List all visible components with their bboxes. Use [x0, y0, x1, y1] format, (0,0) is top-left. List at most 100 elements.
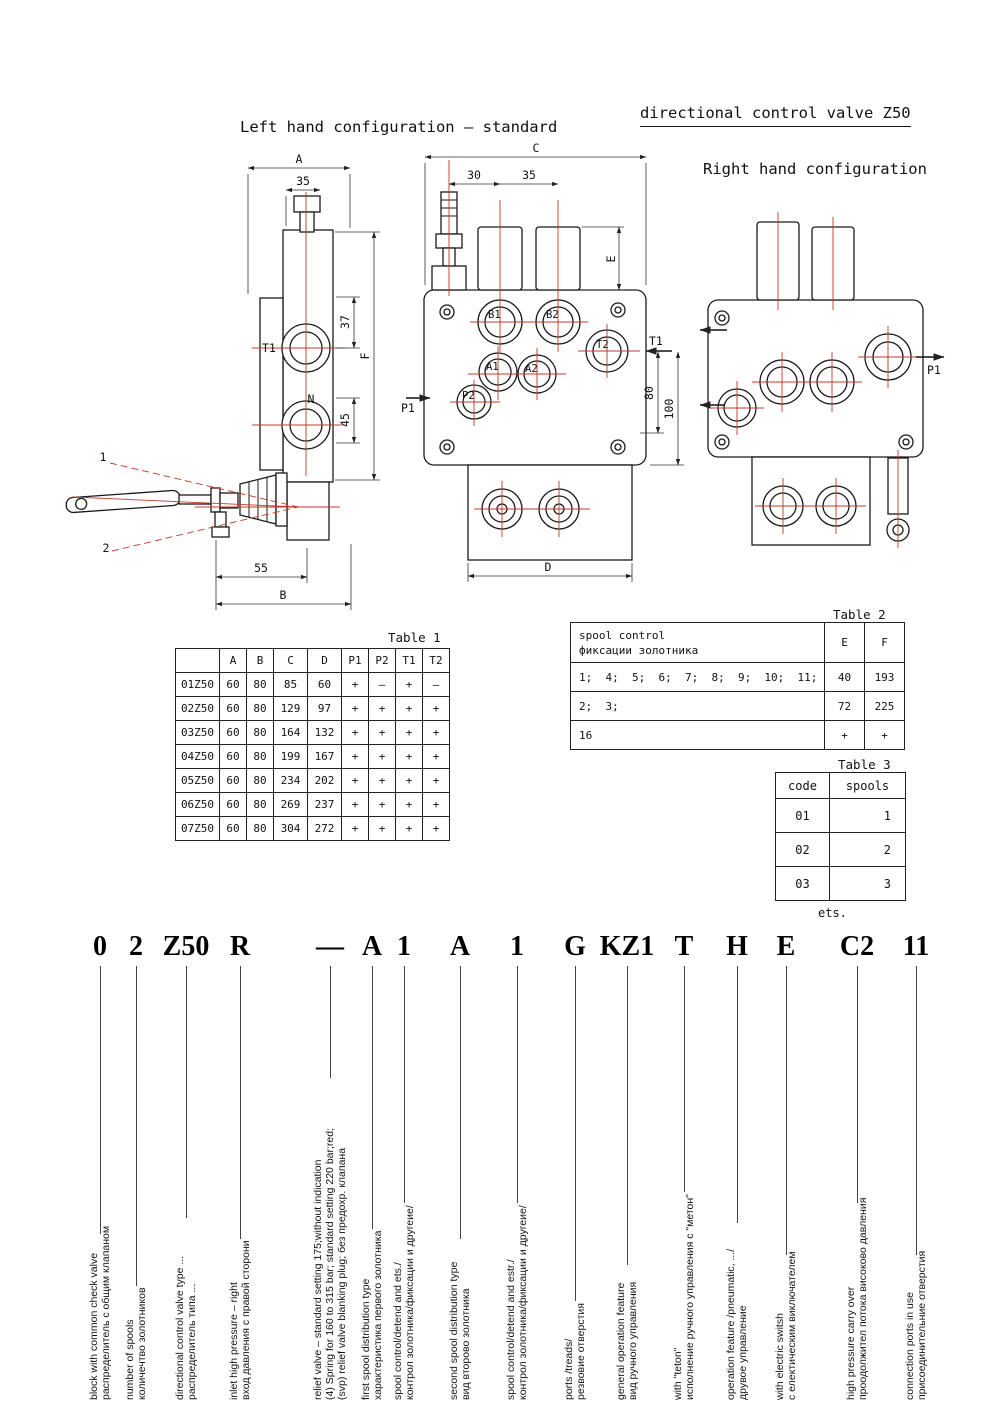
- middle-view: C 30 35 E 80 100 D B1 B2 A1 A2 P2 T2 T1 …: [401, 141, 684, 582]
- code-segment-9: 1: [510, 931, 524, 962]
- table-cell: 193: [864, 662, 905, 692]
- table-cell: 60: [219, 672, 247, 697]
- code-segment-6: A: [361, 931, 383, 962]
- table-cell: 304: [273, 816, 308, 841]
- table-cell: +: [395, 816, 423, 841]
- table-cell: 60: [219, 696, 247, 721]
- table-cell: +: [395, 672, 423, 697]
- table-cell: 2: [829, 832, 906, 867]
- code-label-second-spool-control: spool control/detend and estr./ контрол …: [505, 1205, 529, 1400]
- table-cell: +: [824, 720, 865, 750]
- port-label-n: N: [308, 392, 315, 406]
- table-cell: +: [341, 744, 369, 769]
- table-cell: +: [368, 696, 396, 721]
- code-label-pneumatic: operation feature /pneumatic, .../ друво…: [725, 1248, 749, 1400]
- table1-header-cell: T1: [395, 648, 423, 673]
- table-cell: 164: [273, 720, 308, 745]
- dim-label-35b: 35: [522, 168, 536, 182]
- table-cell: 03Z50: [175, 720, 220, 745]
- code-connector-line: [240, 966, 241, 1239]
- table-cell: 60: [307, 672, 342, 697]
- table2: spool control фиксации золотника E F 1; …: [570, 622, 905, 750]
- dim-label-55: 55: [254, 561, 268, 575]
- table-cell: 3: [829, 866, 906, 901]
- code-connector-line: [404, 966, 405, 1203]
- code-segment-16: 11: [902, 931, 930, 962]
- code-connector-line: [916, 966, 917, 1255]
- table2-header-cell: F: [864, 622, 905, 663]
- table3: code spools 01 1 02 2 03 3: [775, 772, 906, 901]
- table-cell: 132: [307, 720, 342, 745]
- port-label-b1: B1: [488, 309, 501, 321]
- code-connector-line: [460, 966, 461, 1239]
- dimensions-left: [215, 165, 380, 610]
- table-row: 01 1: [775, 798, 906, 833]
- code-label-electric-switch: with electric switsh с електическим викл…: [774, 1251, 798, 1400]
- table-cell: 85: [273, 672, 308, 697]
- table1-title: Table 1: [388, 630, 441, 645]
- table-cell: +: [395, 696, 423, 721]
- code-label-relief-valve: relief valve – standard setting 175;with…: [312, 1127, 348, 1400]
- table-row: 02 2: [775, 832, 906, 867]
- table-cell: +: [422, 744, 450, 769]
- table-row: 03 3: [775, 866, 906, 901]
- table2-header-cell: E: [824, 622, 865, 663]
- table-cell: 60: [219, 720, 247, 745]
- table-cell: +: [341, 816, 369, 841]
- table-row: A B C D P1 P2 T1 T2: [175, 648, 450, 673]
- table-cell: 02Z50: [175, 696, 220, 721]
- table-cell: 60: [219, 744, 247, 769]
- dim-label-37: 37: [338, 315, 352, 329]
- table-cell: +: [341, 768, 369, 793]
- code-connector-line: [330, 966, 331, 1078]
- port-label-p1-left: P1: [401, 401, 415, 415]
- lever-position-2-label: 2: [103, 541, 110, 555]
- port-label-a2: A2: [525, 363, 538, 375]
- code-segment-2: 2: [129, 931, 143, 962]
- table-cell: 1; 4; 5; 6; 7; 8; 9; 10; 11;: [570, 662, 825, 692]
- table-cell: 80: [246, 720, 274, 745]
- table-cell: 06Z50: [175, 792, 220, 817]
- table-cell: 234: [273, 768, 308, 793]
- code-connector-line: [684, 966, 685, 1192]
- table-cell: 237: [307, 792, 342, 817]
- table3-footer: ets.: [818, 906, 847, 920]
- table-cell: 03: [775, 866, 830, 901]
- code-label-first-spool-type: first spool distribution type характерис…: [360, 1230, 384, 1400]
- table1-header-cell: A: [219, 648, 247, 673]
- table-cell: 16: [570, 720, 825, 750]
- table-cell: +: [422, 792, 450, 817]
- table-cell: +: [395, 720, 423, 745]
- table-cell: +: [422, 816, 450, 841]
- table-cell: 04Z50: [175, 744, 220, 769]
- table-cell: +: [422, 696, 450, 721]
- table-cell: 2; 3;: [570, 691, 825, 721]
- code-segment-15: C2: [839, 931, 875, 962]
- dim-label-a: A: [296, 152, 303, 166]
- table-cell: 02: [775, 832, 830, 867]
- dim-label-100: 100: [662, 399, 676, 420]
- code-connector-line: [737, 966, 738, 1223]
- table-cell: +: [341, 672, 369, 697]
- table-cell: +: [422, 768, 450, 793]
- code-label-first-spool-control: spool control/detend and ets./ контрол з…: [392, 1205, 416, 1400]
- table-cell: 60: [219, 792, 247, 817]
- table-cell: +: [341, 792, 369, 817]
- port-label-a1: A1: [486, 361, 499, 373]
- dim-label-c: C: [533, 141, 540, 155]
- code-label-operation-feature: general operation feature вид ручного уп…: [615, 1281, 639, 1400]
- table-cell: +: [395, 744, 423, 769]
- table-cell: 129: [273, 696, 308, 721]
- port-label-b2: B2: [546, 309, 559, 321]
- code-connector-line: [372, 966, 373, 1229]
- table-cell: 40: [824, 662, 865, 692]
- table-cell: –: [422, 672, 450, 697]
- technical-drawing: A 35 37 45 F 55 B T1 N 1 2: [65, 141, 945, 610]
- code-label-number-of-spools: number of spools количечтво золотников: [124, 1287, 148, 1400]
- centerlines-middle: [448, 160, 640, 537]
- code-segment-14: E: [776, 931, 796, 962]
- table1-header-cell: C: [273, 648, 308, 673]
